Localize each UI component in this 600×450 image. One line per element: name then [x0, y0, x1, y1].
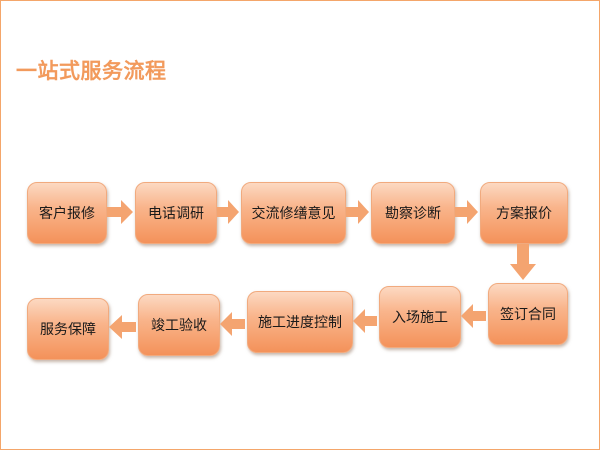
down-arrow-icon: [510, 244, 536, 280]
step-box-5: 方案报价: [480, 182, 568, 244]
right-arrow-icon: [346, 200, 369, 224]
step-box-2: 电话调研: [135, 182, 217, 244]
right-arrow-icon: [217, 200, 239, 224]
left-arrow-icon: [353, 309, 377, 333]
right-arrow-icon: [107, 200, 133, 224]
step-box-9: 竣工验收: [138, 294, 220, 356]
step-box-10: 服务保障: [27, 298, 109, 360]
step-box-6: 签订合同: [488, 283, 568, 345]
right-arrow-icon: [455, 200, 478, 224]
step-box-1: 客户报修: [27, 182, 107, 244]
left-arrow-icon: [109, 315, 136, 339]
diagram-title: 一站式服务流程: [16, 59, 167, 83]
left-arrow-icon: [220, 312, 245, 336]
left-arrow-icon: [461, 304, 486, 328]
step-box-7: 入场施工: [379, 286, 461, 348]
step-box-3: 交流修缮意见: [241, 182, 346, 244]
step-box-4: 勘察诊断: [371, 182, 455, 244]
step-box-8: 施工进度控制: [247, 291, 353, 353]
